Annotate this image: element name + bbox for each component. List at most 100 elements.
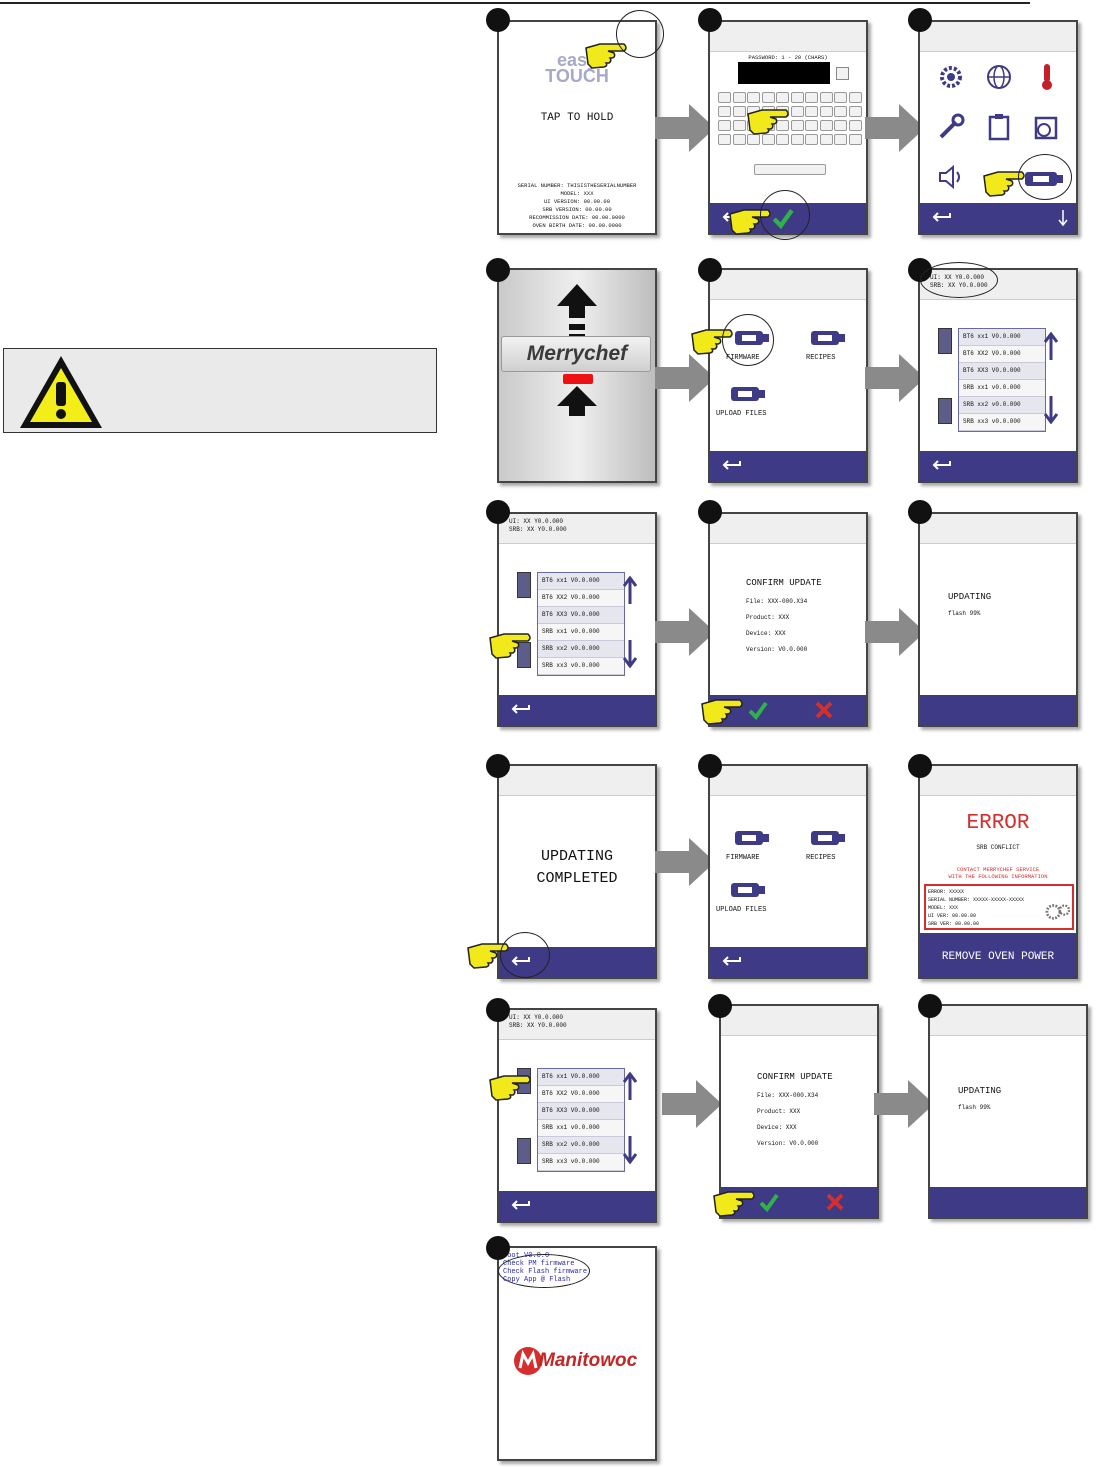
clear-key[interactable]	[836, 67, 849, 80]
keyboard-key[interactable]	[718, 134, 731, 145]
down-arrow-icon[interactable]	[1058, 209, 1068, 227]
list-item[interactable]: BT6 XX3 V0.0.000	[959, 363, 1045, 380]
keyboard-key[interactable]	[834, 134, 847, 145]
list-item[interactable]: SRB xx3 v0.0.000	[538, 658, 624, 675]
keyboard-key[interactable]	[848, 106, 862, 117]
keyboard-key[interactable]	[805, 106, 818, 117]
list-item[interactable]: BT6 XX2 V0.0.000	[959, 346, 1045, 363]
scroll-top-button[interactable]	[517, 572, 531, 598]
tap-to-hold-label[interactable]: TAP TO HOLD	[540, 112, 614, 124]
keyboard-key[interactable]	[805, 92, 818, 103]
password-field[interactable]	[738, 62, 830, 84]
back-icon[interactable]	[930, 459, 952, 471]
list-item[interactable]: SRB xx3 v0.0.000	[959, 414, 1045, 431]
confirm-check-icon[interactable]	[748, 700, 768, 720]
scroll-up-icon[interactable]	[623, 1072, 637, 1102]
confirm-check-icon[interactable]	[759, 1192, 779, 1212]
upload-files-label[interactable]: UPLOAD FILES	[716, 410, 767, 418]
back-icon[interactable]	[509, 703, 531, 715]
keyboard-key[interactable]	[790, 106, 804, 117]
firmware-label[interactable]: FIRMWARE	[726, 854, 760, 862]
wrench-icon[interactable]	[936, 112, 966, 142]
list-item[interactable]: BT6 xx1 V0.0.000	[538, 1069, 624, 1086]
keyboard-key[interactable]	[790, 120, 804, 131]
keyboard-key[interactable]	[747, 92, 760, 103]
scroll-down-icon[interactable]	[623, 638, 637, 668]
scroll-up-icon[interactable]	[1044, 332, 1058, 362]
list-item[interactable]: SRB xx3 v0.0.000	[538, 1154, 624, 1171]
scroll-down-icon[interactable]	[623, 1134, 637, 1164]
speaker-icon[interactable]	[936, 162, 966, 192]
scroll-up-icon[interactable]	[623, 576, 637, 606]
back-icon[interactable]	[509, 1199, 531, 1211]
list-item[interactable]: BT6 XX2 V0.0.000	[538, 590, 624, 607]
keyboard-key[interactable]	[732, 134, 746, 145]
recipes-label[interactable]: RECIPES	[806, 854, 836, 862]
keyboard-key[interactable]	[718, 120, 731, 131]
back-icon[interactable]	[930, 211, 952, 223]
usb-icon[interactable]	[810, 830, 846, 846]
cancel-x-icon[interactable]	[825, 1192, 845, 1212]
keyboard-key[interactable]	[819, 106, 833, 117]
usb-icon[interactable]	[730, 882, 766, 898]
scroll-down-icon[interactable]	[1044, 394, 1058, 424]
keyboard-key[interactable]	[732, 106, 746, 117]
list-item[interactable]: BT6 xx1 V0.0.000	[959, 329, 1045, 346]
keyboard-key[interactable]	[718, 92, 731, 103]
globe-icon[interactable]	[984, 62, 1014, 92]
list-item[interactable]: BT6 XX3 V0.0.000	[538, 607, 624, 624]
clipboard-icon[interactable]	[984, 112, 1014, 142]
list-item[interactable]: BT6 XX2 V0.0.000	[538, 1086, 624, 1103]
back-icon[interactable]	[720, 955, 742, 967]
recipes-label[interactable]: RECIPES	[806, 354, 836, 362]
keyboard-key[interactable]	[761, 134, 775, 145]
bottom-bar	[499, 1191, 655, 1221]
keyboard-key[interactable]	[819, 92, 833, 103]
keyboard-key[interactable]	[819, 134, 833, 145]
usb-icon[interactable]	[730, 386, 766, 402]
space-key[interactable]	[754, 164, 826, 175]
list-item[interactable]: SRB xx2 v0.0.000	[959, 397, 1045, 414]
keyboard-key[interactable]	[834, 120, 847, 131]
keyboard-key[interactable]	[761, 92, 775, 103]
keyboard-key[interactable]	[732, 92, 746, 103]
error-subtitle: SRB CONFLICT	[976, 844, 1020, 851]
upload-files-label[interactable]: UPLOAD FILES	[716, 906, 767, 914]
usb-icon[interactable]	[734, 830, 770, 846]
keyboard-key[interactable]	[834, 92, 847, 103]
scroll-bottom-button[interactable]	[517, 1138, 531, 1164]
keyboard-key[interactable]	[805, 120, 818, 131]
version-header: UI: XX Y0.0.000 SRB: XX Y0.0.000	[509, 1014, 567, 1029]
thermometer-icon[interactable]	[1032, 62, 1062, 92]
timer-icon[interactable]	[1032, 112, 1062, 142]
keyboard-key[interactable]	[834, 106, 847, 117]
scroll-bottom-button[interactable]	[517, 642, 531, 668]
list-item[interactable]: SRB xx1 v0.0.000	[959, 380, 1045, 397]
keyboard-key[interactable]	[790, 134, 804, 145]
list-item[interactable]: BT6 xx1 V0.0.000	[538, 573, 624, 590]
list-item[interactable]: SRB xx2 v0.0.000	[538, 641, 624, 658]
scroll-bottom-button[interactable]	[938, 398, 952, 424]
keyboard-key[interactable]	[776, 120, 789, 131]
list-item[interactable]: SRB xx2 v0.0.000	[538, 1137, 624, 1154]
keyboard-key[interactable]	[848, 134, 862, 145]
scroll-top-button[interactable]	[938, 328, 952, 354]
back-icon[interactable]	[720, 459, 742, 471]
keyboard-key[interactable]	[848, 92, 862, 103]
usb-icon[interactable]	[810, 330, 846, 346]
step-badge	[698, 754, 722, 778]
keyboard-key[interactable]	[805, 134, 818, 145]
keyboard-key[interactable]	[819, 120, 833, 131]
list-item[interactable]: SRB xx1 v0.0.000	[538, 624, 624, 641]
keyboard-key[interactable]	[848, 120, 862, 131]
keyboard-key[interactable]	[790, 92, 804, 103]
keyboard-key[interactable]	[732, 120, 746, 131]
keyboard-key[interactable]	[718, 106, 731, 117]
keyboard-key[interactable]	[776, 92, 789, 103]
cancel-x-icon[interactable]	[814, 700, 834, 720]
highlight-circle	[616, 10, 664, 58]
list-item[interactable]: BT6 XX3 V0.0.000	[538, 1103, 624, 1120]
keyboard-key[interactable]	[776, 134, 789, 145]
list-item[interactable]: SRB xx1 v0.0.000	[538, 1120, 624, 1137]
settings-gear-icon[interactable]	[936, 62, 966, 92]
